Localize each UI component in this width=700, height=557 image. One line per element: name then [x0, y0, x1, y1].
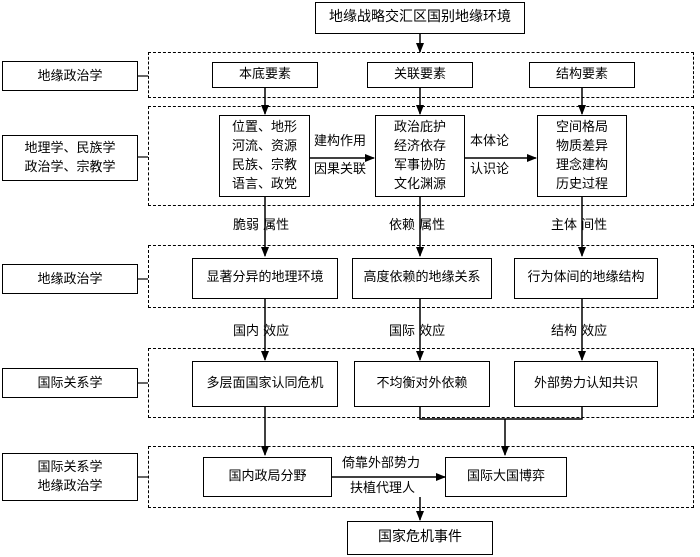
discipline-row1: 地缘政治学: [2, 61, 138, 91]
link-causal-label: 因果关联: [314, 162, 367, 177]
discipline-row4: 国际关系学: [2, 368, 138, 398]
detail-relation: 政治庇护 经济依存 军事协防 文化渊源: [375, 115, 465, 197]
element-base-label: 本底要素: [238, 66, 291, 82]
state-geo-struct-label: 行为体间的地缘结构: [527, 270, 645, 286]
outcome-powers: 国际大国博弈: [445, 457, 567, 497]
outcome-proxy-label: 扶植代理人: [350, 481, 416, 496]
state-geo-env-label: 显著分异的地理环境: [206, 270, 324, 286]
link-construct-label: 建构作用: [314, 134, 367, 149]
outcome-rely-label: 倚靠外部势力: [342, 456, 421, 471]
row5-container: [148, 446, 694, 508]
crisis-identity-label: 多层面国家认同危机: [206, 375, 324, 391]
final-box: 国家危机事件: [347, 521, 493, 555]
state-geo-env: 显著分异的地理环境: [192, 258, 338, 299]
effect-structural: 结构 效应: [551, 324, 608, 339]
element-base: 本底要素: [212, 62, 318, 88]
element-relation: 关联要素: [367, 62, 473, 88]
row1-container: [148, 52, 694, 98]
outcome-domestic-label: 国内政局分野: [228, 468, 307, 484]
element-structure-label: 结构要素: [555, 66, 608, 82]
element-relation-label: 关联要素: [393, 66, 446, 82]
row4-container: [148, 348, 694, 418]
discipline-row5-label: 国际关系学 地缘政治学: [37, 460, 103, 494]
crisis-dependence: 不均衡对外依赖: [354, 361, 490, 407]
row2-container: [148, 106, 694, 206]
state-geo-rel: 高度依赖的地缘关系: [352, 258, 492, 299]
discipline-row2: 地理学、民族学 政治学、宗教学: [2, 135, 138, 181]
discipline-row3: 地缘政治学: [2, 264, 138, 294]
crisis-identity: 多层面国家认同危机: [192, 361, 338, 407]
outcome-domestic: 国内政局分野: [203, 457, 332, 497]
final-label: 国家危机事件: [378, 529, 462, 546]
crisis-cognition-label: 外部势力认知共识: [533, 375, 638, 391]
detail-structure-text: 空间格局 物质差异 理念建构 历史过程: [555, 120, 608, 192]
connector-merge-to-powers: [419, 407, 583, 420]
detail-base: 位置、地形 河流、资源 民族、宗教 语言、政党: [219, 115, 310, 197]
attribute-dependent: 依赖 属性: [389, 218, 446, 233]
link-ontology-label: 本体论: [470, 134, 510, 149]
row3-container: [148, 245, 694, 308]
detail-base-text: 位置、地形 河流、资源 民族、宗教 语言、政党: [231, 120, 297, 192]
top-title: 地缘战略交汇区国别地缘环境: [329, 9, 511, 26]
discipline-row2-label: 地理学、民族学 政治学、宗教学: [24, 141, 116, 175]
effect-international: 国际 效应: [389, 324, 446, 339]
element-structure: 结构要素: [529, 62, 635, 88]
effect-domestic: 国内 效应: [233, 324, 290, 339]
discipline-row1-label: 地缘政治学: [37, 68, 103, 84]
attribute-fragile: 脆弱 属性: [233, 218, 290, 233]
state-geo-rel-label: 高度依赖的地缘关系: [363, 270, 481, 286]
top-title-box: 地缘战略交汇区国别地缘环境: [315, 2, 525, 34]
discipline-row5: 国际关系学 地缘政治学: [2, 453, 138, 501]
attribute-intersubjective: 主体 间性: [551, 218, 608, 233]
discipline-row3-label: 地缘政治学: [37, 271, 103, 287]
link-epistemology-label: 认识论: [470, 162, 510, 177]
detail-relation-text: 政治庇护 经济依存 军事协防 文化渊源: [393, 120, 446, 192]
discipline-row4-label: 国际关系学: [37, 375, 103, 391]
crisis-cognition: 外部势力认知共识: [514, 361, 658, 407]
detail-structure: 空间格局 物质差异 理念建构 历史过程: [537, 115, 627, 197]
outcome-powers-label: 国际大国博弈: [466, 468, 545, 484]
state-geo-struct: 行为体间的地缘结构: [514, 258, 658, 299]
crisis-dependence-label: 不均衡对外依赖: [376, 375, 468, 391]
